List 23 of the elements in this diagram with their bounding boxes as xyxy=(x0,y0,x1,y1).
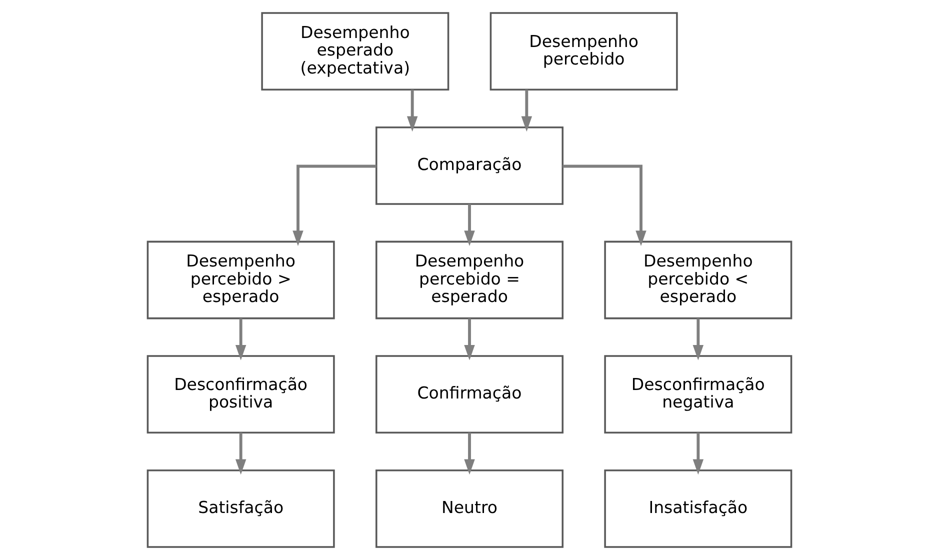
node-box: Confirmação xyxy=(376,355,564,434)
arrow xyxy=(692,432,704,475)
node-box: Satisfação xyxy=(146,469,335,548)
arrow xyxy=(406,90,418,132)
arrow xyxy=(235,318,246,360)
node-box: Desempenho percebido > esperado xyxy=(146,240,335,320)
node-box: Neutro xyxy=(376,469,564,548)
node-box: Desempenho esperado (expectativa) xyxy=(261,12,450,91)
arrow xyxy=(562,164,646,246)
node-box: Desconfirmação negativa xyxy=(604,355,792,434)
arrow xyxy=(521,90,532,132)
node-box: Desconfirmação positiva xyxy=(146,355,335,434)
node-box: Insatisfação xyxy=(604,469,792,548)
node-box: Desempenho percebido xyxy=(490,12,678,91)
node-box: Desempenho percebido < esperado xyxy=(604,240,792,320)
node-box: Comparação xyxy=(376,126,564,205)
arrow xyxy=(692,318,704,360)
arrow xyxy=(464,318,475,360)
arrow xyxy=(292,164,376,246)
arrow xyxy=(464,432,475,475)
arrow xyxy=(464,204,475,246)
arrow xyxy=(235,432,246,475)
node-box: Desempenho percebido = esperado xyxy=(376,240,564,320)
